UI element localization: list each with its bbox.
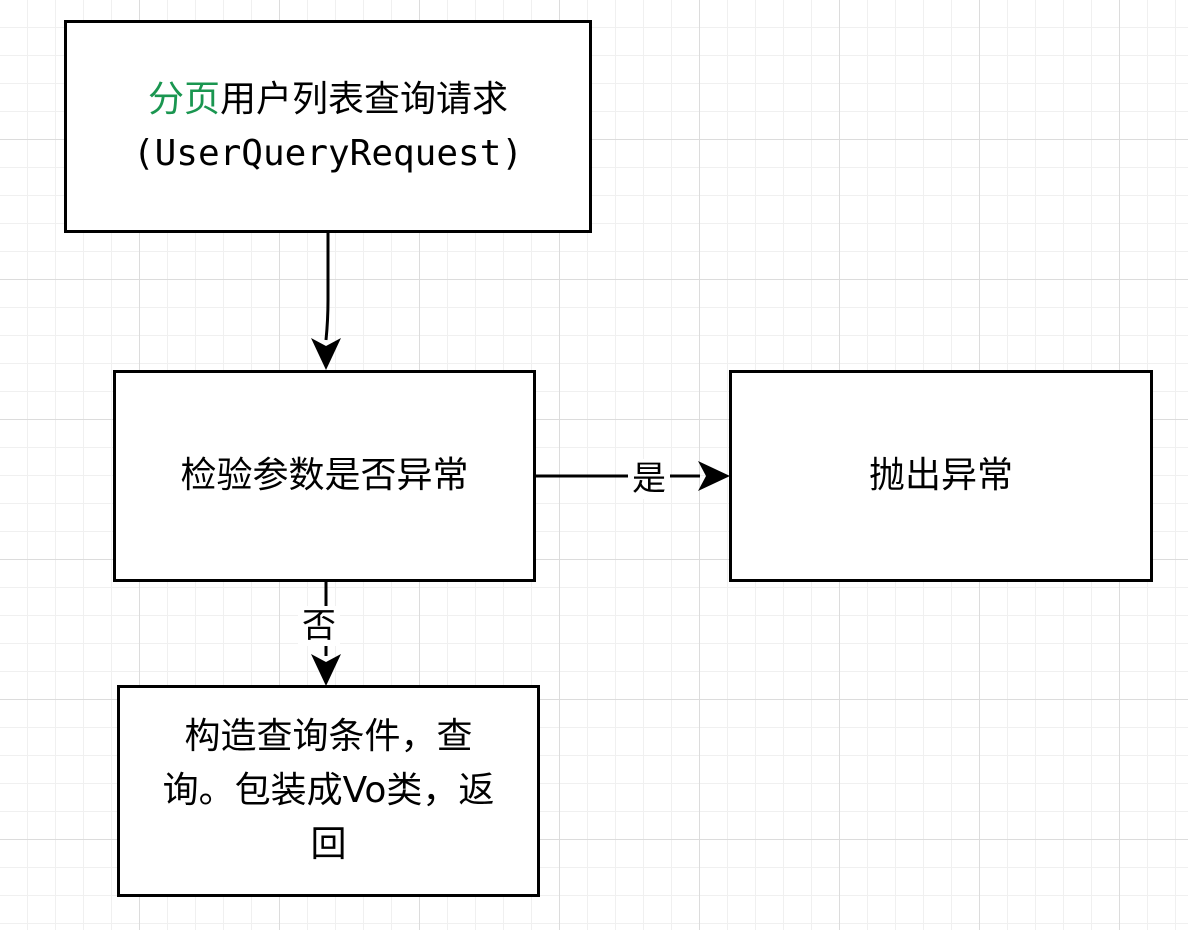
edge-label-no: 否: [298, 606, 340, 646]
arrowhead-validate: [311, 338, 341, 370]
node-validate-params: 检验参数是否异常: [113, 370, 536, 582]
build-query-text: 构造查询条件，查 询。包装成Vo类，返 回: [163, 710, 495, 872]
arrowhead-throw: [698, 461, 730, 491]
validate-params-label: 检验参数是否异常: [180, 455, 469, 496]
throw-exception-label: 抛出异常: [868, 455, 1013, 496]
node-throw-exception: 抛出异常: [729, 370, 1153, 582]
node-user-query-request-text: 分页用户列表查询请求 (UserQueryRequest): [133, 73, 523, 181]
request-class-name: (UserQueryRequest): [132, 132, 524, 174]
request-title: 用户列表查询请求: [219, 78, 508, 120]
edge-request-to-validate: [324, 232, 330, 341]
arrowhead-build: [311, 654, 341, 686]
node-build-query: 构造查询条件，查 询。包装成Vo类，返 回: [117, 685, 540, 897]
build-query-line-2: 询。包装成Vo类，返: [162, 770, 495, 811]
build-query-line-1: 构造查询条件，查: [184, 716, 473, 757]
edge-label-yes: 是: [628, 459, 670, 499]
build-query-line-3: 回: [310, 824, 347, 865]
highlight-paging: 分页: [147, 78, 220, 120]
node-user-query-request: 分页用户列表查询请求 (UserQueryRequest): [64, 20, 592, 233]
